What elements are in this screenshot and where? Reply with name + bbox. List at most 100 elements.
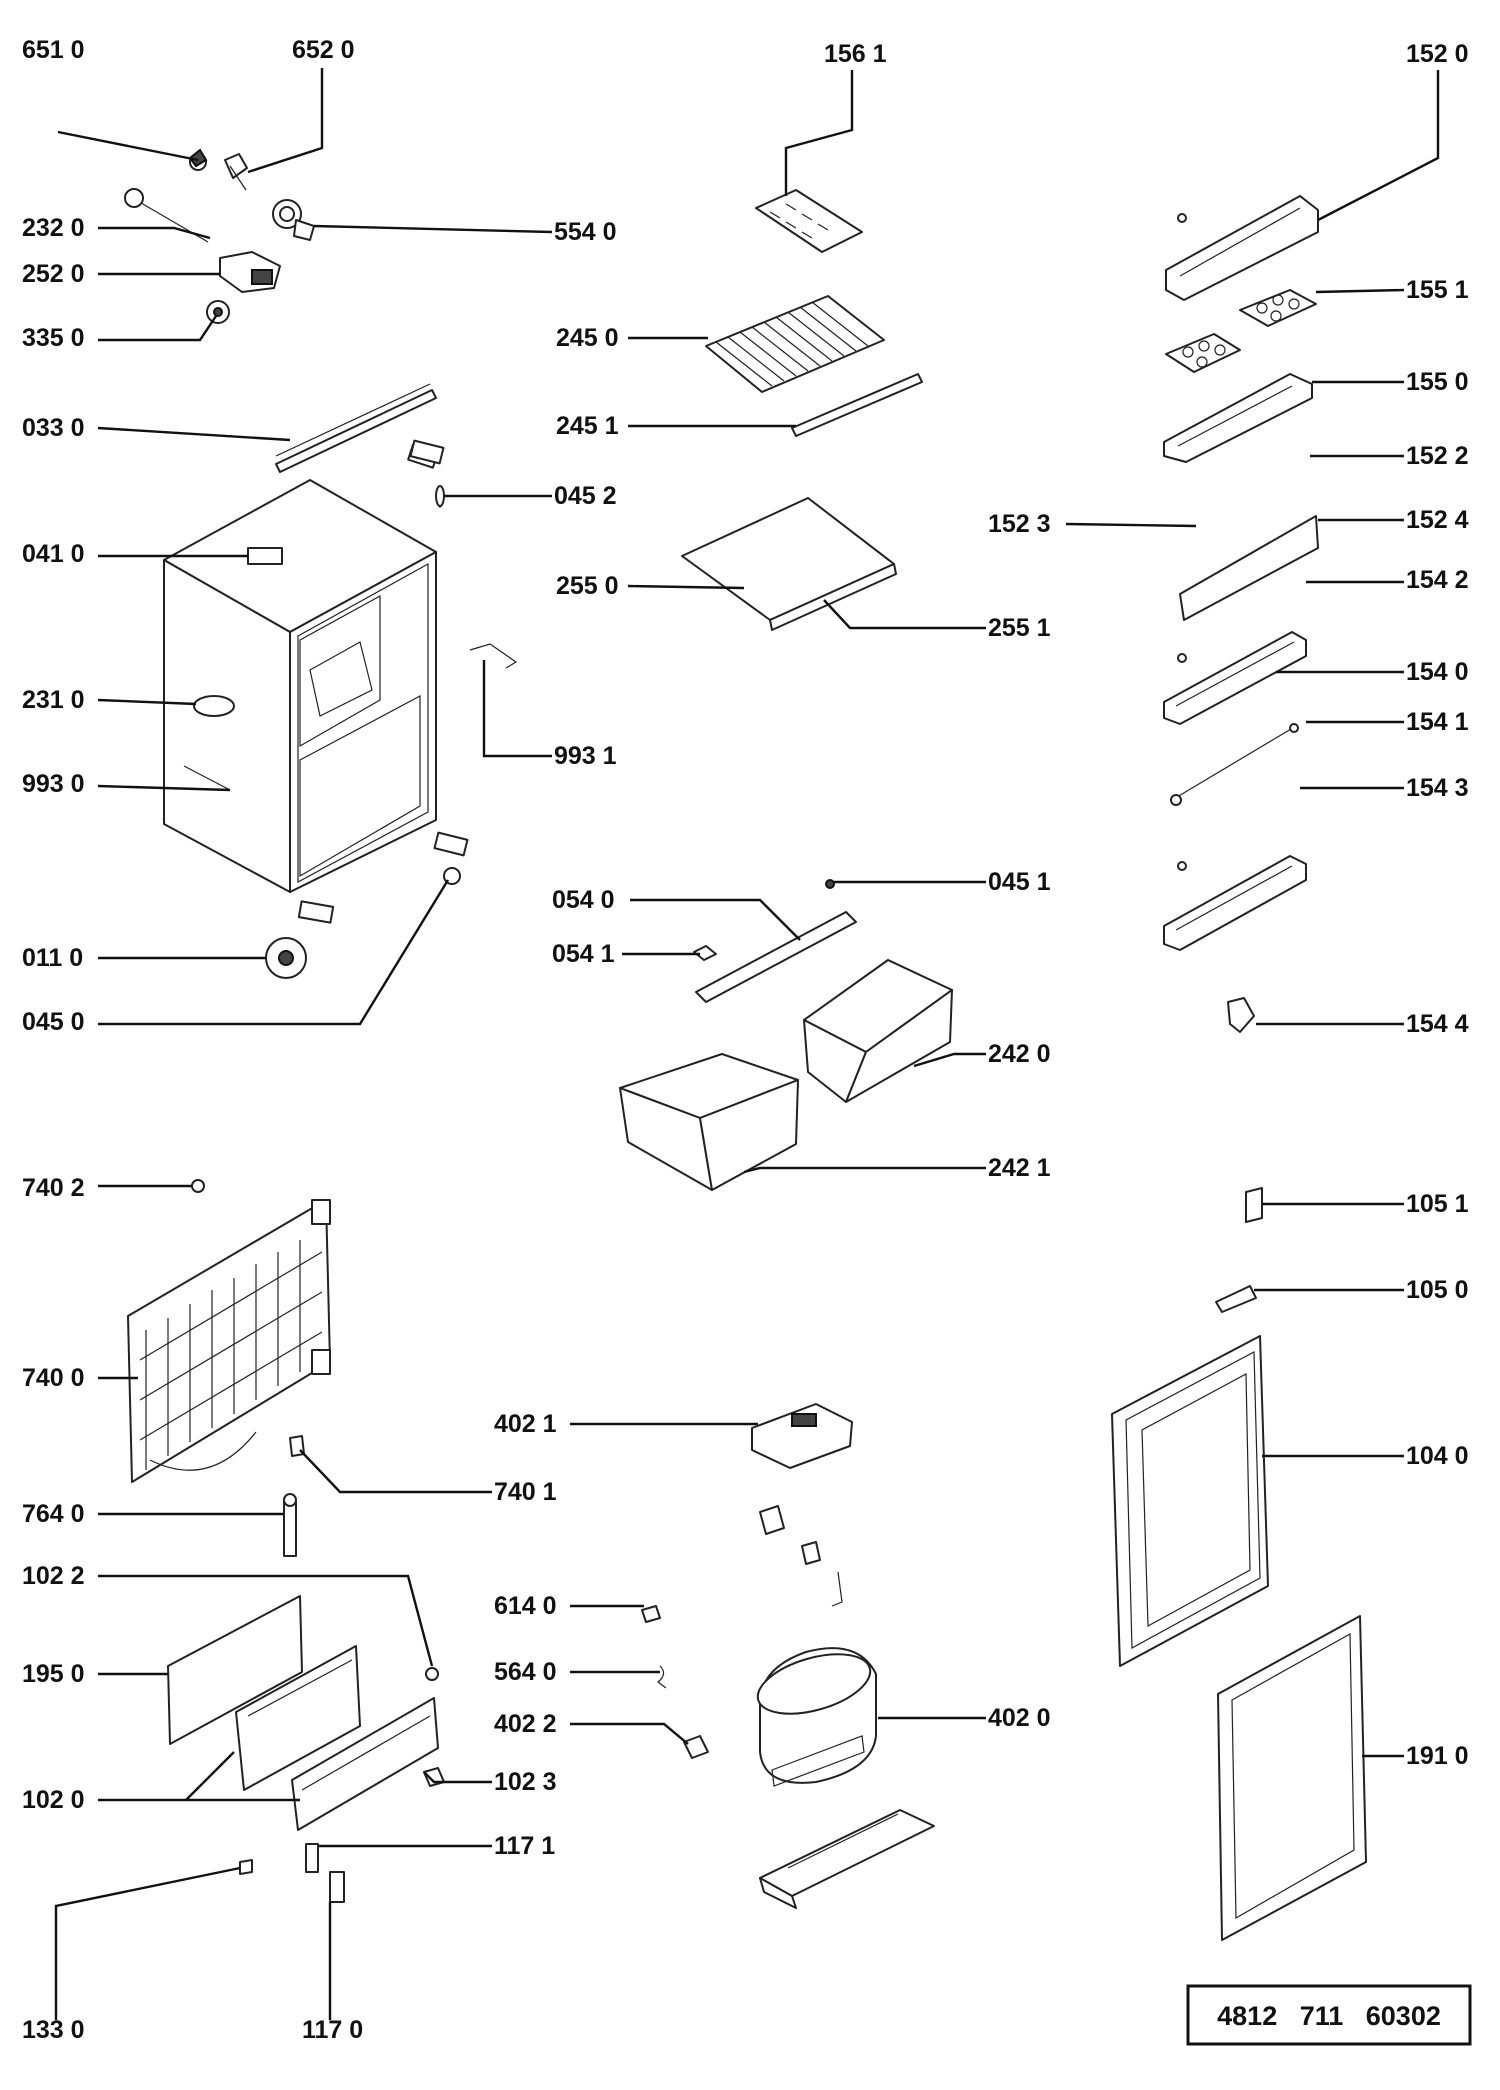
part-number-label: 231 0 xyxy=(22,686,85,714)
document-code-box: 4812 711 60302 xyxy=(1186,1984,1472,2046)
gasket-part xyxy=(1217,1615,1367,1941)
part-number-label: 652 0 xyxy=(292,36,355,64)
part-number-label: 133 0 xyxy=(22,2016,85,2044)
part-number-label: 154 4 xyxy=(1406,1010,1469,1038)
part-number-label: 154 0 xyxy=(1406,658,1469,686)
callout-740-1: 740 1 xyxy=(299,1449,557,1506)
part-number-label: 242 1 xyxy=(988,1154,1051,1182)
leader-line xyxy=(630,898,801,941)
egg-tray-lower xyxy=(1165,333,1241,373)
egg-tray-upper xyxy=(1239,289,1317,327)
callout-105-1: 105 1 xyxy=(1262,1190,1469,1218)
part-number-label: 102 0 xyxy=(22,1786,85,1814)
callout-054-1: 054 1 xyxy=(552,940,700,968)
leader-line xyxy=(913,1052,986,1068)
leader-line xyxy=(743,1166,986,1174)
relay-parts xyxy=(641,1505,843,1759)
leader-line xyxy=(98,1751,300,1802)
leader-line xyxy=(97,426,291,442)
callout-054-0: 054 0 xyxy=(552,886,801,941)
part-number-label: 102 3 xyxy=(494,1768,557,1796)
leader-line xyxy=(1065,522,1197,528)
part-number-label: 252 0 xyxy=(22,260,85,288)
callout-045-1: 045 1 xyxy=(834,868,1051,896)
callout-155-1: 155 1 xyxy=(1315,276,1469,304)
part-number-label: 232 0 xyxy=(22,214,85,242)
compressor-cover-part xyxy=(751,1403,853,1469)
callout-152-3: 152 3 xyxy=(988,510,1197,538)
part-number-label: 154 3 xyxy=(1406,774,1469,802)
evaporator-coil xyxy=(127,1179,331,1483)
callout-651: 651 0 xyxy=(22,36,199,162)
leader-line xyxy=(98,1574,434,1667)
part-number-label: 154 1 xyxy=(1406,708,1469,736)
part-number-label: 740 0 xyxy=(22,1364,85,1392)
small-bracket-part xyxy=(1227,997,1255,1033)
callout-191: 191 0 xyxy=(1362,1742,1469,1770)
shelf-bar-part xyxy=(1170,723,1299,806)
part-number-label: 154 2 xyxy=(1406,566,1469,594)
callout-156: 156 1 xyxy=(784,40,887,196)
callout-102-0: 102 0 xyxy=(22,1751,300,1814)
part-number-label: 155 1 xyxy=(1406,276,1469,304)
callout-231: 231 0 xyxy=(22,686,197,714)
callout-154-1: 154 1 xyxy=(1306,708,1469,736)
callout-245-1: 245 1 xyxy=(556,412,796,440)
part-number-label: 105 0 xyxy=(1406,1276,1469,1304)
part-number-label: 054 1 xyxy=(552,940,615,968)
part-number-label: 117 0 xyxy=(302,2016,363,2044)
callout-133: 133 0 xyxy=(22,1866,241,2044)
leader-line xyxy=(482,660,552,758)
part-number-label: 402 0 xyxy=(988,1704,1051,1732)
callout-045-2: 045 2 xyxy=(444,482,617,510)
callout-614: 614 0 xyxy=(494,1592,644,1620)
callout-242-1: 242 1 xyxy=(743,1154,1051,1182)
part-number-label: 245 1 xyxy=(556,412,619,440)
callout-154-2: 154 2 xyxy=(1306,566,1469,594)
callout-255-0: 255 0 xyxy=(556,572,745,600)
callout-242-0: 242 0 xyxy=(913,1040,1051,1068)
door-shelf-front xyxy=(1179,515,1319,621)
callout-993-0: 993 0 xyxy=(22,770,231,798)
part-number-label: 033 0 xyxy=(22,414,85,442)
part-number-label: 651 0 xyxy=(22,36,85,64)
drain-tube-part xyxy=(283,1493,297,1557)
part-number-label: 740 1 xyxy=(494,1478,557,1506)
callout-993-1: 993 1 xyxy=(482,660,617,770)
callout-152-4: 152 4 xyxy=(1318,506,1469,534)
part-number-label: 102 2 xyxy=(22,1562,85,1590)
callout-154-0: 154 0 xyxy=(1276,658,1469,686)
part-number-label: 335 0 xyxy=(22,324,85,352)
housing-panel xyxy=(235,1645,361,1791)
leader-line xyxy=(97,698,197,706)
callout-105-0: 105 0 xyxy=(1254,1276,1469,1304)
part-number-label: 054 0 xyxy=(552,886,615,914)
door-shelf-bottom xyxy=(1163,855,1307,951)
callout-554: 554 0 xyxy=(313,218,617,246)
cabinet-body xyxy=(163,439,518,979)
callout-255-1: 255 1 xyxy=(823,599,1051,642)
compressor-base-part xyxy=(759,1809,935,1909)
leader-line xyxy=(54,1866,241,2020)
leader-line xyxy=(1317,70,1440,222)
part-number-label: 195 0 xyxy=(22,1660,85,1688)
callout-152-0: 152 0 xyxy=(1317,40,1469,222)
part-number-label: 564 0 xyxy=(494,1658,557,1686)
part-number-label: 242 0 xyxy=(988,1040,1051,1068)
callout-041: 041 0 xyxy=(22,540,248,568)
callout-154-3: 154 3 xyxy=(1300,774,1469,802)
leader-line xyxy=(423,1771,492,1784)
part-number-label: 614 0 xyxy=(494,1592,557,1620)
hinge-parts xyxy=(1215,1187,1263,1313)
door-shelf-top xyxy=(1165,195,1319,301)
part-number-label: 402 1 xyxy=(494,1410,557,1438)
part-number-label: 740 2 xyxy=(22,1174,85,1202)
pin-part xyxy=(435,485,445,507)
thermostat-parts xyxy=(124,148,315,324)
part-number-label: 764 0 xyxy=(22,1500,85,1528)
callout-564: 564 0 xyxy=(494,1658,660,1686)
part-number-label: 045 2 xyxy=(554,482,617,510)
part-number-label: 104 0 xyxy=(1406,1442,1469,1470)
leader-line xyxy=(98,879,450,1026)
part-number-label: 245 0 xyxy=(556,324,619,352)
